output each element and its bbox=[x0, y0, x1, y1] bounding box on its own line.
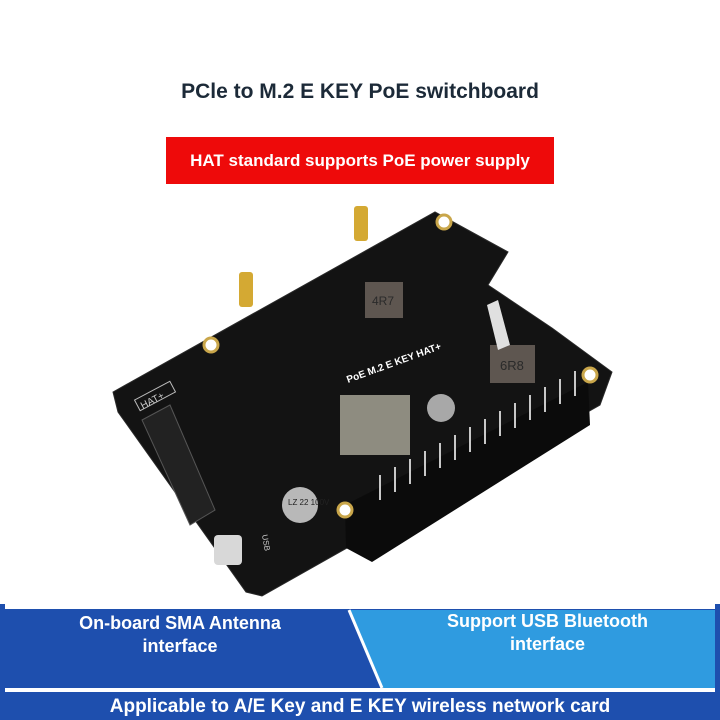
inductor-small bbox=[365, 282, 403, 318]
sma-antenna-connectors bbox=[239, 206, 368, 307]
gpio-header-block bbox=[345, 382, 590, 562]
feature-footer: On-board SMA Antenna interface Support U… bbox=[0, 604, 720, 720]
page-title: PCle to M.2 E KEY PoE switchboard bbox=[181, 80, 539, 103]
inductor-large bbox=[490, 345, 535, 383]
capacitor bbox=[282, 487, 318, 523]
feature-usb-bluetooth: Support USB Bluetooth interface bbox=[380, 610, 715, 656]
usb-label: USB bbox=[260, 534, 272, 552]
feature-panel-left bbox=[5, 610, 380, 688]
feature-left-line2: interface bbox=[142, 636, 218, 656]
feature-right-line2: interface bbox=[509, 634, 586, 654]
inductor-large-label: 6R8 bbox=[500, 358, 524, 373]
compatibility-text: Applicable to A/E Key and E KEY wireless… bbox=[109, 696, 611, 717]
usb-c-port bbox=[214, 535, 242, 565]
capacitor-small bbox=[427, 394, 455, 422]
poe-transformer bbox=[340, 395, 410, 455]
gpio-pins bbox=[379, 371, 576, 500]
ffc-connector bbox=[487, 300, 510, 350]
m2-slot bbox=[141, 404, 216, 526]
product-image: HAT+ 4R7 6R8 PoE M.2 E KEY HAT+ LZ 22 10… bbox=[112, 206, 613, 597]
divider bbox=[5, 688, 715, 692]
feature-left-line1: On-board SMA Antenna bbox=[79, 613, 281, 633]
mounting-holes bbox=[202, 213, 599, 519]
feature-panels bbox=[5, 604, 715, 689]
feature-panel-right bbox=[350, 610, 715, 688]
inductor-small-label: 4R7 bbox=[372, 294, 394, 308]
capacitor-label: LZ 22 100V bbox=[288, 498, 330, 507]
feature-banner: HAT standard supports PoE power supply bbox=[166, 137, 554, 184]
hat-label-box bbox=[133, 380, 177, 412]
feature-sma-antenna: On-board SMA Antenna interface bbox=[10, 612, 350, 658]
feature-right-line1: Support USB Bluetooth bbox=[447, 611, 648, 631]
